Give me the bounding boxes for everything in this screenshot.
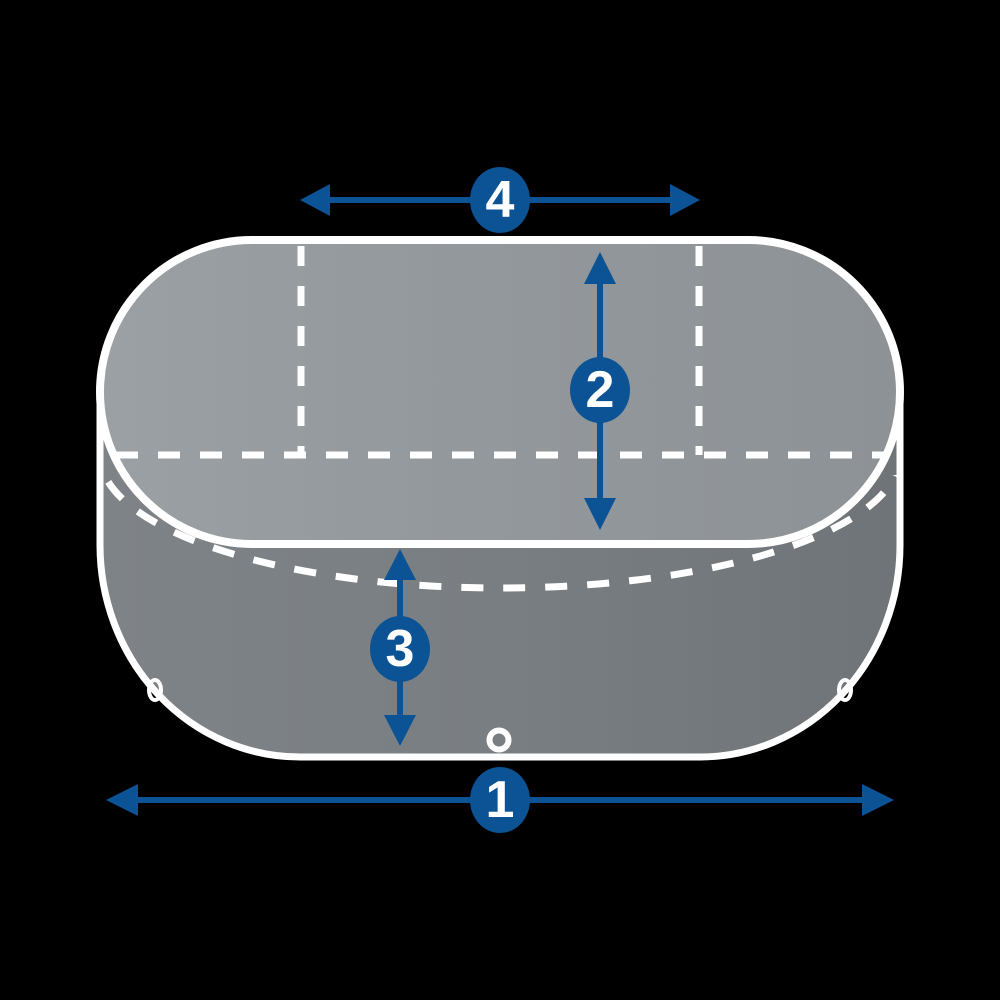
dimension-2-label: 2 — [586, 361, 615, 419]
tank-top-section — [96, 236, 904, 548]
inner-guide-lines — [116, 246, 884, 459]
dimension-3-arrowhead-bottom — [384, 715, 416, 746]
dimension-1-label: 1 — [486, 771, 515, 829]
dimension-4-label: 4 — [486, 171, 515, 229]
dimension-3-arrowhead-top — [384, 549, 416, 580]
dimension-2-group[interactable]: 2 — [570, 252, 630, 530]
port-center — [486, 727, 512, 753]
dimension-4-arrowhead-left — [300, 184, 330, 216]
dimension-2-arrowhead-bottom — [584, 498, 616, 530]
dimension-1-arrowhead-left — [106, 784, 138, 816]
port-right — [837, 678, 853, 702]
dimension-4-arrowhead-right — [670, 184, 700, 216]
dimension-4-badge[interactable] — [470, 167, 530, 233]
dimension-1-group[interactable]: 1 — [106, 767, 894, 833]
tank-ports — [147, 678, 853, 753]
dimension-4-group[interactable]: 4 — [300, 167, 700, 233]
dimension-3-label: 3 — [386, 620, 415, 678]
top-stadium-shell — [96, 236, 904, 548]
dimension-1-badge[interactable] — [470, 767, 530, 833]
dimension-3-badge[interactable] — [370, 616, 430, 682]
dimension-2-badge[interactable] — [570, 357, 630, 423]
dimension-3-group[interactable]: 3 — [370, 549, 430, 746]
dimension-2-arrowhead-top — [584, 252, 616, 284]
port-left — [147, 678, 163, 702]
dimension-1-arrowhead-right — [862, 784, 894, 816]
